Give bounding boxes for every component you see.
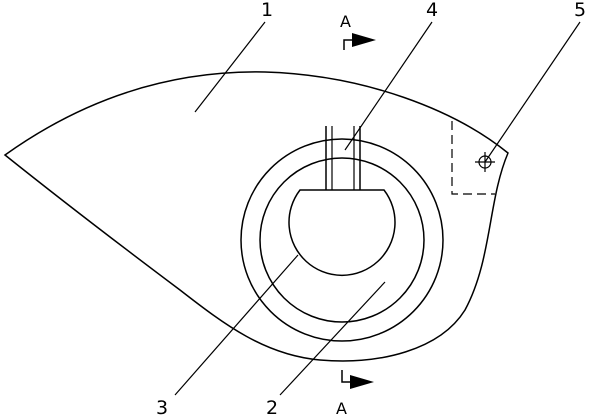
leader-2 xyxy=(279,281,386,396)
section-marker-top xyxy=(343,33,376,50)
leader-4 xyxy=(344,21,433,151)
leader-5 xyxy=(484,21,581,163)
part-label-3: 3 xyxy=(156,397,168,419)
inner-ring xyxy=(259,157,425,323)
section-marker-bottom xyxy=(341,370,374,389)
leader-3 xyxy=(174,254,299,396)
body-outline xyxy=(3,71,509,362)
leader-1 xyxy=(194,21,266,113)
part-label-5: 5 xyxy=(574,0,586,21)
section-label-top: A xyxy=(340,12,351,31)
outer-ring xyxy=(240,138,444,342)
section-label-bottom: A xyxy=(336,399,347,418)
part-label-1: 1 xyxy=(261,0,273,21)
dashed-detail-box xyxy=(451,121,495,195)
part-label-4: 4 xyxy=(426,0,438,21)
hub-shape xyxy=(288,189,396,276)
part-label-2: 2 xyxy=(266,397,278,419)
